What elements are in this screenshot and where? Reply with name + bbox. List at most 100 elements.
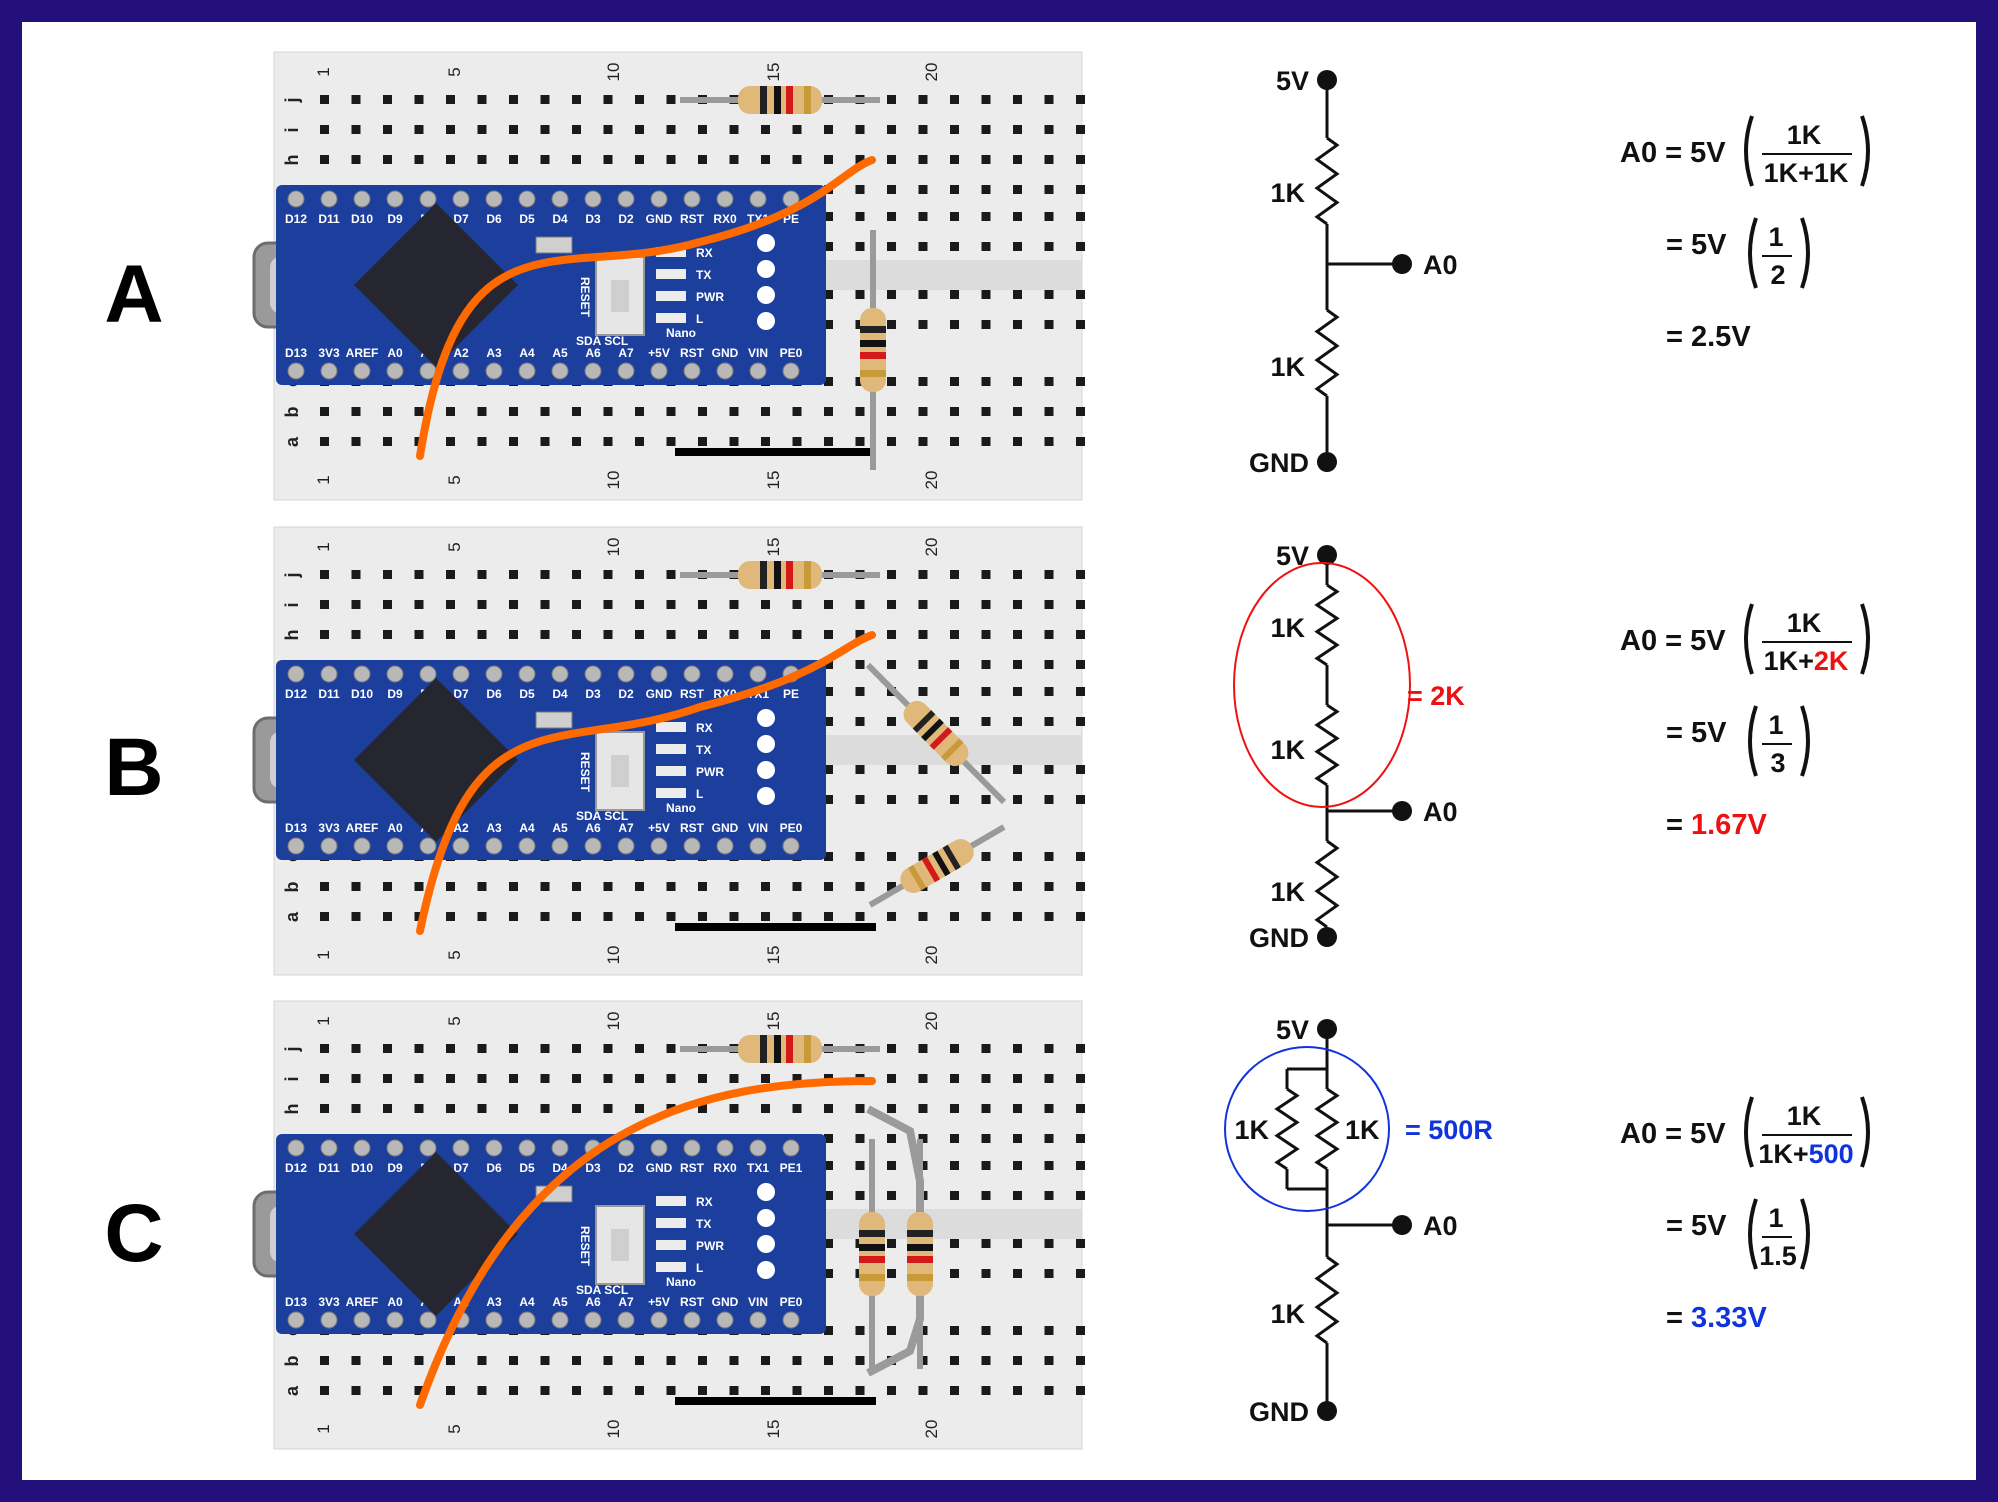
header-pin [485,362,503,380]
resistor-band [907,1244,933,1251]
pin-label: RST [680,687,705,701]
pin-label: D10 [351,212,373,226]
resistor-body [859,1212,885,1296]
reset-button-cap [611,280,629,312]
column-number: 20 [922,1420,941,1439]
resistor-body [860,308,886,392]
column-number: 1 [314,1424,333,1433]
led-label: L [696,787,703,801]
led-label: PWR [696,765,724,779]
nano-title: Nano [666,326,696,340]
left-paren [1744,115,1754,187]
row-letter: a [282,1385,302,1396]
led-label: L [696,1261,703,1275]
resistor-band [786,86,793,114]
equation-result: = 1.67V [1666,809,1767,841]
header-pin [518,1139,536,1157]
pad [757,286,775,304]
fraction2-denominator: 3 [1770,748,1785,778]
pad [757,234,775,252]
fraction-denominator: 1K+1K [1764,158,1849,188]
header-pin [320,190,338,208]
pin-label: GND [712,1295,739,1309]
pin-label: RST [680,1161,705,1175]
column-number: 5 [445,1424,464,1433]
pin-label: +5V [648,1295,670,1309]
led [656,1218,686,1228]
pin-label: D2 [618,1161,634,1175]
header-pin [386,362,404,380]
row-letter: b [282,407,302,418]
column-number: 1 [314,950,333,959]
row-letter: a [282,436,302,447]
header-pin [584,190,602,208]
fraction2-denominator: 2 [1770,260,1785,290]
header-pin [584,665,602,683]
header-pin [551,190,569,208]
reset-button-cap [611,755,629,787]
header-pin [749,1139,767,1157]
pin-label: D3 [585,687,601,701]
header-pin [716,665,734,683]
pad [757,1183,775,1201]
resistor-band [907,1274,933,1281]
resistor-band [942,844,961,871]
crystal [535,236,573,254]
column-number: 15 [764,63,783,82]
pin-label: +5V [648,821,670,835]
header-pin [386,1311,404,1329]
header-pin [485,1311,503,1329]
header-pin [320,362,338,380]
header-pin [353,1311,371,1329]
header-pin [650,1311,668,1329]
nano-title: Nano [666,1275,696,1289]
left-paren [1748,217,1758,289]
resistor-band [774,86,781,114]
header-pin [551,665,569,683]
column-number: 15 [764,471,783,490]
resistor-band [760,86,767,114]
pin-label: D5 [519,1161,535,1175]
led-label: RX [696,721,713,735]
header-pin [452,837,470,855]
schematic-5v-label: 5V [1276,1015,1309,1045]
pin-label: VIN [748,346,768,360]
led [656,744,686,754]
reset-button [595,731,645,811]
resistor-band [907,1230,933,1237]
a0-label: A0 [1423,250,1458,280]
header-pin [749,1311,767,1329]
pin-label: RST [680,346,705,360]
pin-label: TX1 [747,1161,769,1175]
fraction-numerator: 1K [1787,608,1822,638]
left-paren [1744,1096,1754,1168]
fraction2-numerator: 1 [1768,1203,1783,1233]
resistor-band [912,710,936,733]
pad [757,735,775,753]
led [656,788,686,798]
right-paren [1860,1096,1870,1168]
column-number: 15 [764,946,783,965]
header-pin [353,1139,371,1157]
column-number: 10 [604,1420,623,1439]
r1-label: 1K [1270,178,1305,208]
header-pin [419,1139,437,1157]
pin-label: RX0 [713,212,737,226]
header-pin [617,190,635,208]
header-pin [551,1139,569,1157]
pad [757,260,775,278]
header-pin [485,665,503,683]
led [656,722,686,732]
left-paren [1748,1198,1758,1270]
pin-label: PE0 [780,821,803,835]
resistor-band [760,561,767,589]
header-pin [584,837,602,855]
a0-terminal [1392,801,1412,821]
led [656,1240,686,1250]
resistor-band [859,1256,885,1263]
column-number: 5 [445,1016,464,1025]
pin-label: A7 [618,346,634,360]
pin-label: +5V [648,346,670,360]
nano-pins [287,190,800,380]
led-label: L [696,312,703,326]
